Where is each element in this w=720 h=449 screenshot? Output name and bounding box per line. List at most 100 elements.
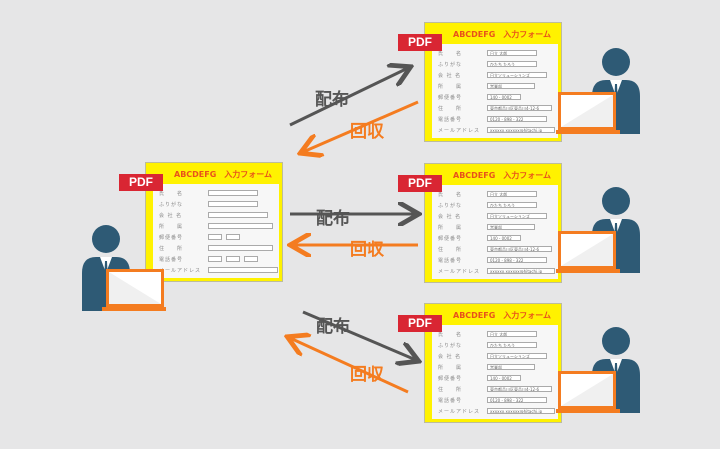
field-box bbox=[226, 256, 240, 262]
field-value: 営業部 bbox=[487, 364, 535, 370]
collect-arrow-1 bbox=[303, 100, 419, 152]
field-label: ふりがな bbox=[438, 203, 463, 209]
form-title: ABCDEFG 入力フォーム bbox=[453, 311, 552, 320]
form-title: ABCDEFG 入力フォーム bbox=[174, 170, 273, 179]
field-value: 140 - 0002 bbox=[487, 235, 521, 241]
field-label: 電話番号 bbox=[438, 258, 463, 264]
field-label: 電話番号 bbox=[438, 117, 463, 123]
field-value: 0120 - 898 - 322 bbox=[487, 397, 547, 403]
field-box bbox=[208, 223, 273, 229]
form-field-row: 会 社 名 日立ソリューションズ bbox=[438, 353, 558, 361]
field-label: メールアドレス bbox=[159, 268, 202, 274]
field-label: 郵便番号 bbox=[438, 236, 463, 242]
field-value: 営業部 bbox=[487, 224, 535, 230]
filled-pdf-form: ABCDEFG 入力フォーム氏 名 日立 太郎ふりがな ひたち たろう会 社 名日立… bbox=[424, 163, 562, 283]
filled-pdf-form: ABCDEFG 入力フォーム氏 名 日立 太郎ふりがなひたち たろう会 社 名 日立… bbox=[424, 22, 562, 142]
field-box bbox=[208, 212, 268, 218]
field-value: ひたち たろう bbox=[487, 61, 537, 67]
form-field-row: 住 所 bbox=[159, 245, 279, 253]
form-field-row: 電話番号 0120 - 898 - 322 bbox=[438, 257, 558, 265]
distribute-label: 配布 bbox=[315, 90, 349, 110]
field-value: 日立ソリューションズ bbox=[487, 353, 547, 359]
field-label: 住 所 bbox=[159, 246, 184, 252]
field-value: 東京都品川区東品川4-12-6 bbox=[487, 105, 552, 111]
field-value: 日立 太郎 bbox=[487, 331, 537, 337]
field-label: 郵便番号 bbox=[159, 235, 184, 241]
field-label: 会 社 名 bbox=[159, 213, 183, 219]
form-field-row: 郵便番号 140 - 0002 bbox=[438, 375, 558, 383]
form-field-row: 氏 名 日立 太郎 bbox=[438, 331, 558, 339]
form-title: ABCDEFG 入力フォーム bbox=[453, 30, 552, 39]
field-value: 日立 太郎 bbox=[487, 191, 537, 197]
person-with-laptop-icon bbox=[556, 187, 640, 273]
distribute-label: 配布 bbox=[316, 209, 350, 229]
field-value: 日立ソリューションズ bbox=[487, 213, 547, 219]
field-label: 郵便番号 bbox=[438, 376, 463, 382]
form-field-row: メールアドレス xxxxxx.xxxxxx@hitachi.jp bbox=[438, 408, 558, 416]
form-field-row: 氏 名 日立 太郎 bbox=[438, 191, 558, 199]
field-label: 氏 名 bbox=[438, 51, 463, 57]
field-value: ひたち たろう bbox=[487, 202, 537, 208]
form-field-row: 郵便番号 140 - 0002 bbox=[438, 94, 558, 102]
field-label: 電話番号 bbox=[438, 398, 463, 404]
field-value: 0120 - 898 - 322 bbox=[487, 116, 547, 122]
distribute-arrow-3 bbox=[302, 310, 416, 360]
field-label: 氏 名 bbox=[159, 191, 184, 197]
filled-pdf-form: ABCDEFG 入力フォーム氏 名 日立 太郎ふりがなひたち たろう会 社 名 日立… bbox=[424, 303, 562, 423]
form-field-row: 郵便番号 140 - 0002 bbox=[438, 235, 558, 243]
form-field-row: 所 属 営業部 bbox=[438, 224, 558, 232]
pdf-badge: PDF bbox=[398, 315, 442, 332]
form-field-row: 電話番号 bbox=[159, 256, 279, 264]
form-field-row: メールアドレス xxxxxx.xxxxxx@hitachi.jp bbox=[438, 127, 558, 135]
field-box bbox=[208, 234, 222, 240]
form-field-row: ふりがなひたち たろう bbox=[438, 61, 558, 69]
form-field-row: 住 所東京都品川区東品川4-12-6 bbox=[438, 105, 558, 113]
form-field-row: 電話番号 0120 - 898 - 322 bbox=[438, 116, 558, 124]
collect-label: 回収 bbox=[350, 240, 384, 260]
field-value: xxxxxx.xxxxxx@hitachi.jp bbox=[487, 408, 555, 414]
field-value: 日立ソリューションズ bbox=[487, 72, 547, 78]
field-box bbox=[208, 201, 258, 207]
form-field-row: ふりがなひたち たろう bbox=[438, 342, 558, 350]
field-value: 日立 太郎 bbox=[487, 50, 537, 56]
field-label: 住 所 bbox=[438, 387, 463, 393]
field-label: 会 社 名 bbox=[438, 73, 462, 79]
form-field-row: ふりがな ひたち たろう bbox=[438, 202, 558, 210]
field-label: 所 属 bbox=[438, 84, 463, 90]
blank-pdf-form: ABCDEFG 入力フォーム氏 名ふりがな会 社 名所 属郵便番号住 所電話番号… bbox=[145, 162, 283, 282]
field-box bbox=[208, 267, 278, 273]
field-label: 氏 名 bbox=[438, 332, 463, 338]
form-field-row: 氏 名 bbox=[159, 190, 279, 198]
field-label: 氏 名 bbox=[438, 192, 463, 198]
field-label: 所 属 bbox=[438, 225, 463, 231]
field-label: 住 所 bbox=[438, 247, 463, 253]
field-value: 140 - 0002 bbox=[487, 375, 521, 381]
field-label: メールアドレス bbox=[438, 409, 481, 415]
form-field-row: ふりがな bbox=[159, 201, 279, 209]
field-value: 140 - 0002 bbox=[487, 94, 521, 100]
field-label: ふりがな bbox=[159, 202, 184, 208]
field-label: 電話番号 bbox=[159, 257, 184, 263]
form-field-row: 所 属営業部 bbox=[438, 83, 558, 91]
field-label: 所 属 bbox=[159, 224, 184, 230]
form-field-row: メールアドレス bbox=[159, 267, 279, 275]
person-with-laptop-icon bbox=[556, 48, 640, 134]
field-box bbox=[208, 190, 258, 196]
field-label: メールアドレス bbox=[438, 128, 481, 134]
form-field-row: 住 所東京都品川区東品川4-12-6 bbox=[438, 386, 558, 394]
field-label: 所 属 bbox=[438, 365, 463, 371]
field-value: 0120 - 898 - 322 bbox=[487, 257, 547, 263]
field-label: 郵便番号 bbox=[438, 95, 463, 101]
pdf-badge: PDF bbox=[119, 174, 163, 191]
field-label: メールアドレス bbox=[438, 269, 481, 275]
form-field-row: 会 社 名日立ソリューションズ bbox=[438, 213, 558, 221]
field-label: 会 社 名 bbox=[438, 354, 462, 360]
form-title: ABCDEFG 入力フォーム bbox=[453, 171, 552, 180]
pdf-badge: PDF bbox=[398, 175, 442, 192]
distribute-arrow-1 bbox=[289, 68, 408, 127]
distribute-label: 配布 bbox=[316, 317, 350, 337]
field-box bbox=[226, 234, 240, 240]
field-box bbox=[208, 256, 222, 262]
field-value: xxxxxx.xxxxxx@hitachi.jp bbox=[487, 127, 555, 133]
